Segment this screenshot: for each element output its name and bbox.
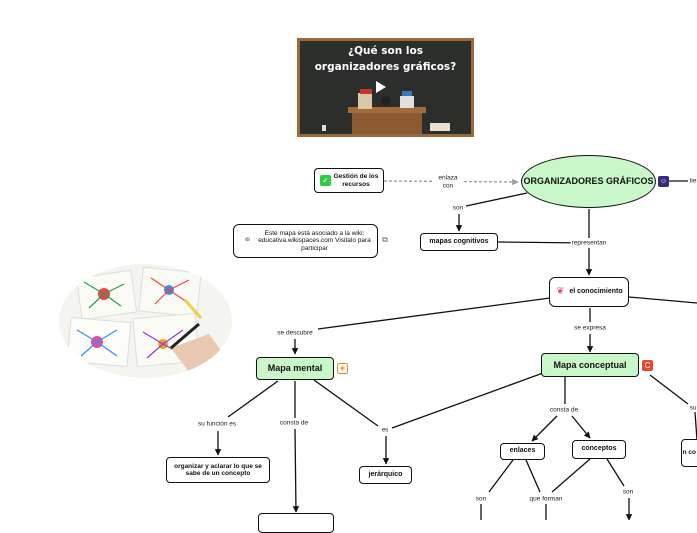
- c-badge-icon: C: [642, 360, 653, 371]
- label-enlaza-con: enlaza con: [433, 174, 463, 192]
- brain-icon: ❦: [556, 285, 565, 297]
- mind-map-photo: [59, 264, 232, 378]
- enlaces-node[interactable]: enlaces: [500, 443, 545, 460]
- conocimiento-node[interactable]: el conocimiento: [549, 277, 629, 307]
- label-tie: tie: [688, 177, 697, 185]
- bottom-partial-node[interactable]: [258, 513, 334, 533]
- wiki-note-text: Este mapa está asociado a la wiki: educa…: [258, 229, 371, 252]
- mapas-cognitivos-node[interactable]: mapas cognitivos: [420, 233, 498, 251]
- label-son-2: son: [474, 495, 488, 503]
- mind-map-drawings: [66, 266, 225, 372]
- label-son-3: son: [621, 488, 635, 496]
- label-es: es: [380, 426, 390, 434]
- link-icon: ⚭: [243, 234, 252, 246]
- label-que-forman: que forman: [528, 495, 564, 503]
- video-title-line1: ¿Qué son los: [348, 45, 423, 57]
- jerarquico-node[interactable]: jerárquico: [359, 466, 412, 484]
- conceptos-node[interactable]: conceptos: [572, 440, 626, 459]
- person-icon: ☺: [658, 176, 669, 187]
- gestion-label: Gestión de los recursos: [333, 173, 379, 188]
- mapa-mental-node[interactable]: Mapa mental: [256, 357, 334, 380]
- label-su-funcion-es: su función es: [196, 420, 238, 428]
- label-son-1: son: [451, 204, 465, 212]
- conocimiento-label: el conocimiento: [569, 287, 623, 295]
- label-consta-de-1: consta de: [278, 419, 310, 427]
- root-node[interactable]: ORGANIZADORES GRÁFICOS: [521, 155, 656, 208]
- label-se-expresa: se expresa: [573, 324, 607, 332]
- organizar-node[interactable]: organizar y aclarar lo que se sabe de un…: [166, 457, 270, 483]
- mapa-conceptual-node[interactable]: Mapa conceptual: [541, 353, 639, 377]
- video-title: ¿Qué son los organizadores gráficos?: [300, 44, 471, 76]
- right-partial-node[interactable]: n co: [681, 439, 697, 467]
- label-se-descubre: se descubre: [276, 329, 314, 337]
- play-icon[interactable]: [376, 81, 386, 93]
- check-icon: ✓: [320, 175, 331, 186]
- external-link-icon[interactable]: ⧉: [382, 235, 388, 244]
- label-representan: representan: [570, 239, 608, 247]
- label-consta-de-2: consta de: [548, 406, 580, 414]
- cube-icon: ◈: [337, 363, 348, 374]
- label-su: su: [688, 404, 697, 412]
- connector-lines: [214, 178, 697, 520]
- video-title-line2: organizadores gráficos?: [314, 60, 457, 73]
- desk-illustration: [322, 89, 450, 134]
- video-thumbnail[interactable]: ¿Qué son los organizadores gráficos?: [297, 38, 474, 137]
- wiki-note[interactable]: Este mapa está asociado a la wiki: educa…: [233, 224, 378, 258]
